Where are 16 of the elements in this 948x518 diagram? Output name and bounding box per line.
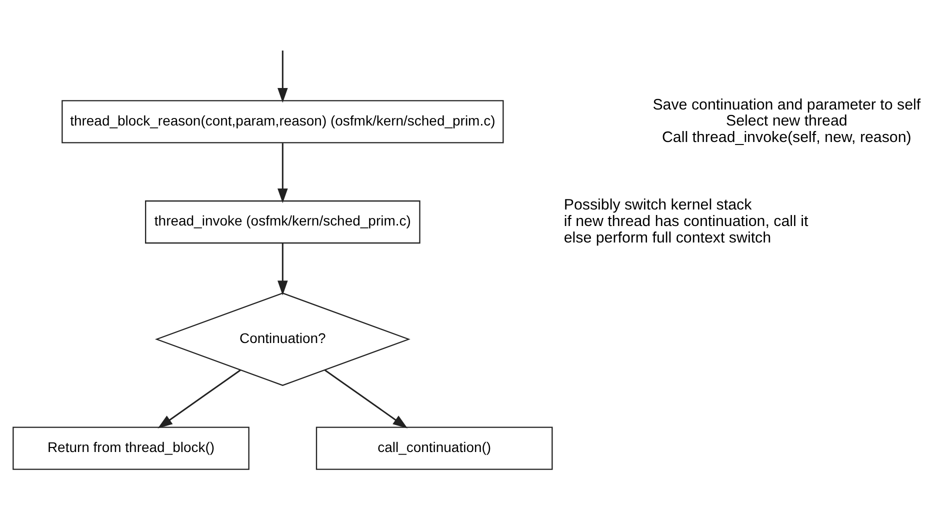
- node-label: Save continuation and parameter to self: [652, 96, 921, 113]
- node-box: thread_block_reason(cont,param,reason) (osfmk/kern/sched_prim.c): [62, 100, 504, 143]
- node-label: Possibly switch kernel stack: [564, 196, 752, 214]
- node-label: else perform full context switch: [564, 228, 772, 246]
- node-label: Select new thread: [726, 112, 848, 130]
- arrow: [278, 142, 288, 203]
- arrow: [324, 369, 408, 428]
- node-label: Call thread_invoke(self, new, reason): [662, 128, 912, 146]
- node-box: thread_invoke (osfmk/kern/sched_prim.c): [145, 200, 420, 244]
- node-label: if new thread has continuation, call it: [564, 212, 808, 230]
- arrow: [278, 242, 288, 295]
- arrow: [158, 369, 241, 428]
- node-box: Return from thread_block(): [12, 426, 250, 470]
- node-diamond: Continuation?: [154, 292, 410, 386]
- node-box: call_continuation(): [316, 426, 553, 470]
- arrow: [278, 50, 288, 102]
